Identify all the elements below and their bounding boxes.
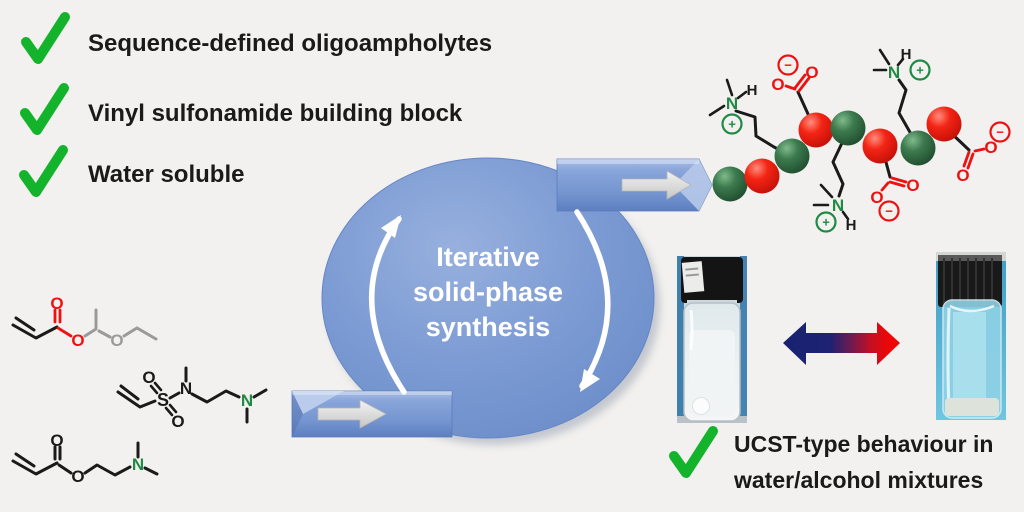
outcome: UCST-type behaviour in water/alcohol mix…	[669, 426, 993, 493]
cloudy-liquid	[689, 330, 735, 416]
vial-cap	[938, 255, 1002, 307]
cycle-arrows	[368, 209, 611, 395]
atom-O: O	[771, 75, 784, 94]
transition-arrow	[783, 322, 900, 365]
plus-charge-icon	[815, 211, 837, 233]
atom-O: O	[50, 294, 63, 313]
cycle-label-line-3: synthesis	[426, 312, 551, 342]
check-icon	[19, 145, 68, 197]
atom-O: O	[870, 188, 883, 207]
atom-N: N	[241, 391, 253, 410]
cycle-label-line-1: Iterative	[436, 242, 540, 272]
oligoampholyte-chain: N H + O O − N H + O O − N H + O O	[708, 46, 1011, 234]
charge-plus: +	[728, 117, 736, 132]
vial-photo-clear	[936, 252, 1006, 420]
atom-O: O	[984, 138, 997, 157]
outcome-line-1: UCST-type behaviour in	[734, 431, 993, 457]
atom-O: O	[110, 331, 123, 350]
check-icon	[20, 83, 69, 135]
bead-green	[774, 138, 810, 174]
minus-charge-icon	[989, 121, 1011, 143]
atom-N: N	[726, 94, 738, 113]
checklist: Sequence-defined oligoampholytes Vinyl s…	[19, 12, 492, 197]
atom-S: S	[157, 390, 169, 410]
bead-green	[712, 166, 748, 202]
atom-N: N	[180, 379, 192, 398]
bead-red	[926, 106, 962, 142]
atom-N: N	[132, 455, 144, 474]
atom-H: H	[747, 82, 758, 99]
checklist-item-3: Water soluble	[88, 161, 244, 188]
entry-arrow-banner	[291, 390, 453, 438]
bead-chain	[712, 106, 962, 202]
check-icon	[21, 12, 70, 64]
bead-red	[862, 128, 898, 164]
atom-O: O	[906, 176, 919, 195]
arrowhead-up-icon	[381, 215, 401, 238]
atom-O: O	[142, 368, 155, 387]
outcome-line-2: water/alcohol mixtures	[733, 467, 983, 493]
atom-N: N	[888, 63, 900, 82]
monomer-ethoxyethyl-acrylate: O O O	[11, 294, 158, 350]
charge-plus: +	[822, 215, 830, 230]
atom-O: O	[171, 412, 184, 431]
right-arrow-icon	[317, 399, 387, 429]
monomer-dimethylaminoethyl-acrylate: O O N	[11, 431, 159, 486]
cycle-label-line-2: solid-phase	[413, 277, 563, 307]
charge-minus: −	[784, 58, 792, 73]
right-arrow-icon	[621, 170, 692, 200]
minus-charge-icon	[777, 54, 799, 76]
monomer-vinyl-sulfonamide: S O O N N	[116, 366, 268, 431]
charge-minus: −	[885, 204, 893, 219]
plus-charge-icon	[909, 59, 931, 81]
vial-label	[681, 261, 705, 293]
plus-charge-icon	[721, 113, 743, 135]
charge-plus: +	[916, 63, 924, 78]
double-arrow-icon	[783, 322, 900, 365]
bead-green	[830, 110, 866, 146]
bead-green	[900, 130, 936, 166]
cycle-circle	[321, 157, 655, 439]
charge-minus: −	[996, 125, 1004, 140]
vial-photo-cloudy	[677, 256, 747, 423]
atom-O: O	[71, 331, 84, 350]
atom-O: O	[805, 63, 818, 82]
pendant-labels: N H + O O − N H + O O − N H + O O	[721, 46, 1011, 234]
clear-liquid-meniscus	[945, 398, 999, 416]
atom-H: H	[901, 46, 912, 63]
exit-arrow-banner	[556, 158, 713, 212]
atom-N: N	[832, 196, 844, 215]
atom-O: O	[71, 467, 84, 486]
atom-O: O	[50, 431, 63, 450]
atom-O: O	[956, 166, 969, 185]
checklist-item-1: Sequence-defined oligoampholytes	[88, 30, 492, 57]
atom-H: H	[846, 217, 857, 234]
white-bead	[692, 397, 710, 415]
minus-charge-icon	[878, 200, 900, 222]
arrowhead-down-icon	[580, 369, 600, 392]
check-icon	[669, 426, 718, 478]
iterative-cycle-diagram: Iterative solid-phase synthesis	[291, 157, 713, 445]
bead-red	[744, 158, 780, 194]
checklist-item-2: Vinyl sulfonamide building block	[88, 100, 463, 127]
bead-red	[798, 112, 834, 148]
